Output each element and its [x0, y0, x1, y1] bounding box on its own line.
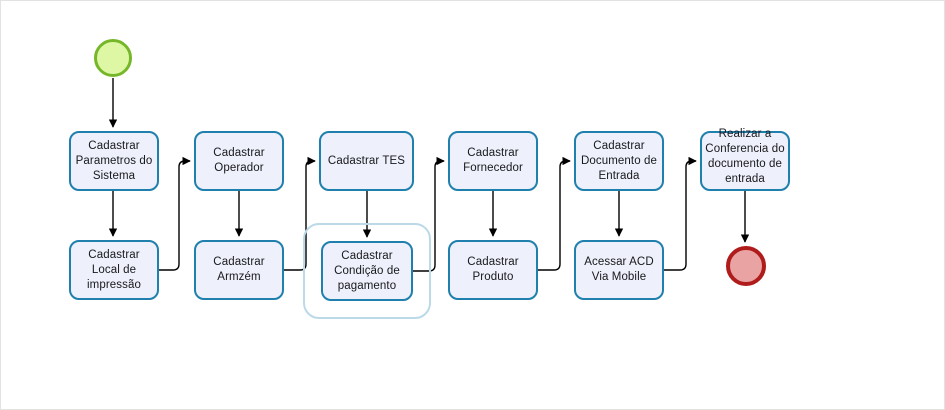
task-label: Cadastrar Condição de pagamento	[334, 249, 400, 292]
task-cadastrar-condicao-de-pagamento[interactable]: Cadastrar Condição de pagamento	[321, 241, 413, 301]
task-cadastrar-parametros-do-sistema[interactable]: Cadastrar Parametros do Sistema	[69, 131, 159, 191]
task-label: Cadastrar Operador	[213, 147, 265, 174]
task-label: Acessar ACD Via Mobile	[584, 256, 654, 283]
task-label: Cadastrar TES	[327, 154, 406, 167]
task-cadastrar-operador[interactable]: Cadastrar Operador	[194, 131, 284, 191]
task-realizar-a-conferencia-do-documento-de-entrada[interactable]: Realizar a Conferencia do documento de e…	[700, 128, 790, 191]
task-label: Cadastrar Parametros do Sistema	[75, 139, 153, 182]
task-label: Realizar a Conferencia do documento de e…	[705, 128, 785, 185]
end-event[interactable]	[726, 246, 766, 286]
task-cadastrar-tes[interactable]: Cadastrar TES	[319, 131, 414, 191]
task-label: Cadastrar Produto	[467, 256, 519, 283]
task-label: Cadastrar Armzém	[213, 256, 265, 283]
task-cadastrar-fornecedor[interactable]: Cadastrar Fornecedor	[448, 131, 538, 191]
edge-n8-n9	[538, 156, 571, 271]
task-label: Cadastrar Local de impressão	[87, 248, 141, 291]
edge-n2-n3	[159, 156, 191, 271]
task-label: Cadastrar Fornecedor	[463, 147, 523, 174]
group-highlight-condicao-pagamento[interactable]	[303, 223, 431, 319]
task-acessar-acd-via-mobile[interactable]: Acessar ACD Via Mobile	[574, 240, 664, 300]
task-cadastrar-produto[interactable]: Cadastrar Produto	[448, 240, 538, 300]
task-label: Cadastrar Documento de Entrada	[581, 139, 657, 182]
task-cadastrar-armzem[interactable]: Cadastrar Armzém	[194, 240, 284, 300]
start-event[interactable]	[94, 39, 132, 77]
edge-n10-n11	[664, 156, 697, 271]
task-cadastrar-local-de-impressao[interactable]: Cadastrar Local de impressão	[69, 240, 159, 300]
task-cadastrar-documento-de-entrada[interactable]: Cadastrar Documento de Entrada	[574, 131, 664, 191]
